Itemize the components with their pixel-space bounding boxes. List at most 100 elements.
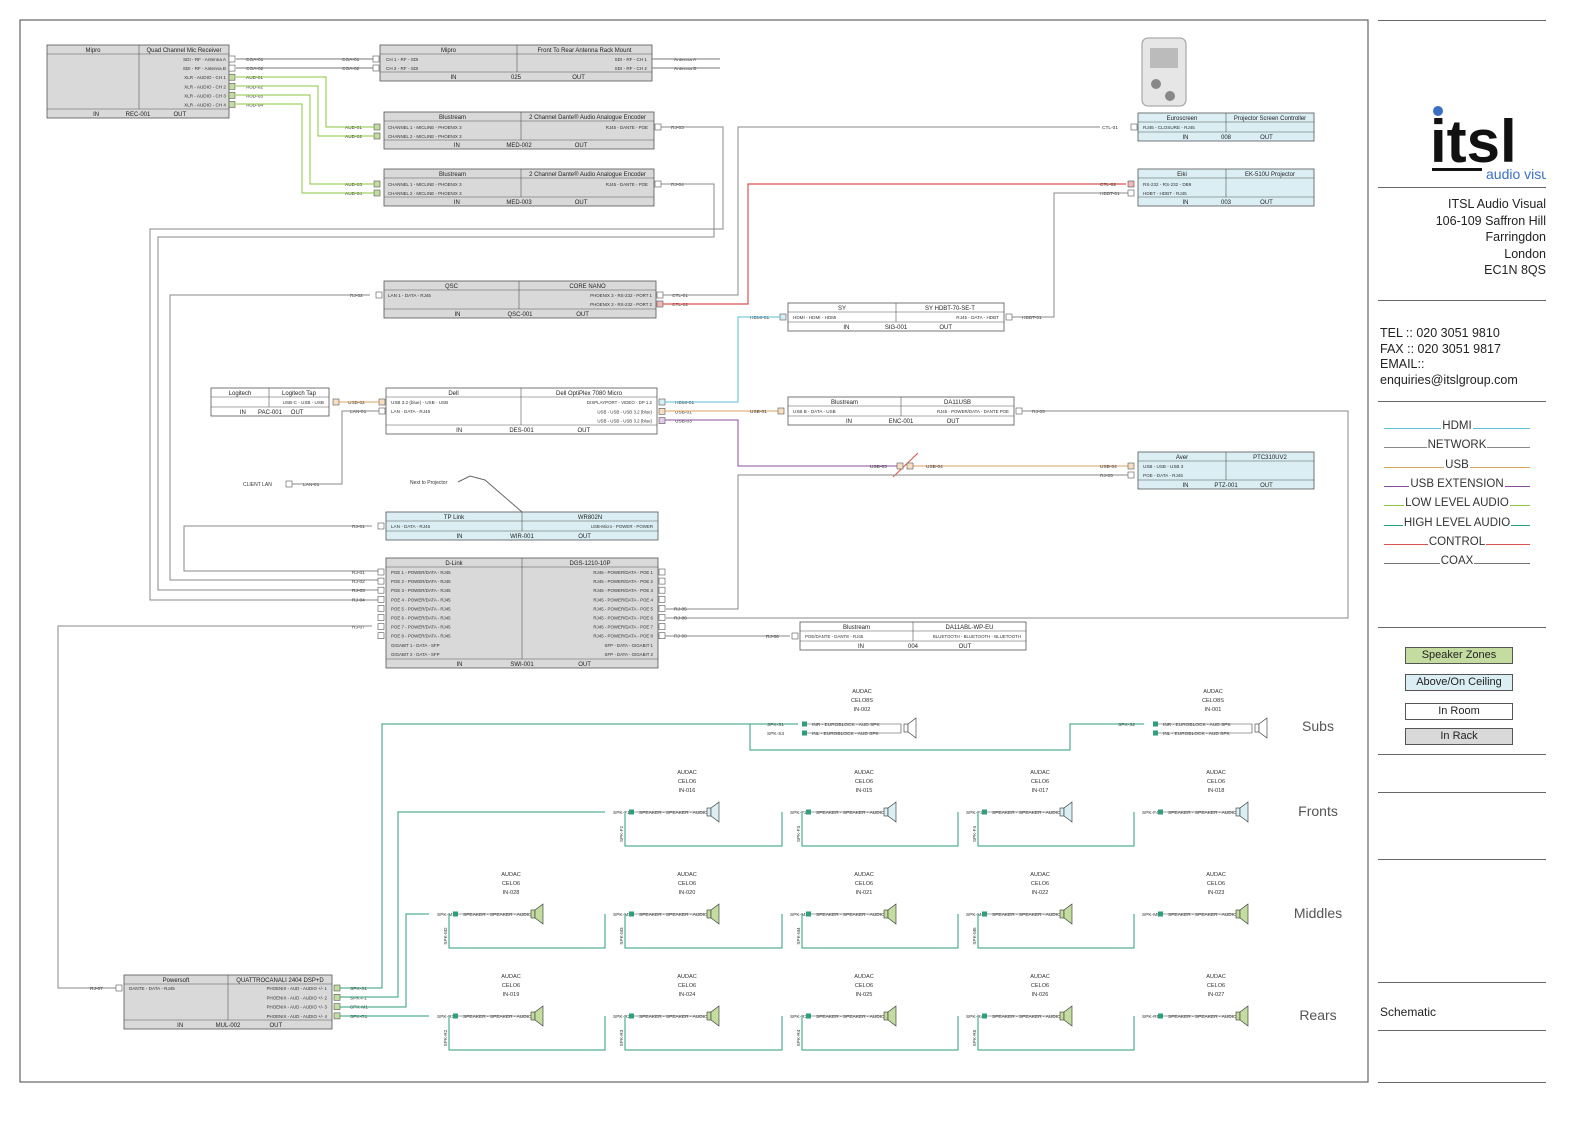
speaker-terminal bbox=[982, 911, 987, 917]
projector-port-icon bbox=[1165, 91, 1175, 101]
cable-tag: RJ-03 bbox=[671, 125, 684, 131]
port-label: PHOENIX - AUD - AUDIO +/- 3 bbox=[267, 1005, 328, 1010]
fax-number: FAX :: 020 3051 9817 bbox=[1380, 341, 1501, 356]
port-label: POE 3 - POWER/DATA - RJ45 bbox=[391, 588, 451, 593]
speaker-id: IN-025 bbox=[856, 992, 873, 998]
cable-tag: RJ-06 bbox=[766, 634, 779, 640]
legend-item-control: CONTROL bbox=[1384, 535, 1530, 553]
device-in-label: IN bbox=[843, 325, 849, 331]
port-connector bbox=[654, 123, 662, 131]
port-label: LAN - DATA - RJ45 bbox=[391, 409, 431, 414]
low-level-audio-cable bbox=[236, 85, 374, 137]
port-connector bbox=[658, 586, 666, 594]
high-level-audio-cable bbox=[624, 914, 783, 949]
speaker-magnet-icon bbox=[1235, 807, 1241, 817]
cable-tag: SPK-M3 bbox=[619, 927, 624, 945]
port-label: LAN 1 - DATA - RJ45 bbox=[388, 293, 431, 298]
speaker-brand: AUDAC bbox=[1030, 770, 1050, 776]
port-label: PHOENIX 3 - RS-232 - PORT 2 bbox=[590, 302, 652, 307]
port-label: XLR - AUDIO - CH 3 bbox=[184, 93, 226, 98]
high-level-audio-cable bbox=[977, 812, 1135, 847]
cable-tag: RJ-01 bbox=[352, 524, 365, 530]
cable-tag: SPK-R1 bbox=[350, 1014, 368, 1020]
device-model: 2 Channel Dante® Audio Analogue Encoder bbox=[529, 171, 646, 178]
speaker-brand: AUDAC bbox=[854, 872, 874, 878]
port-label: RJ45 - POWER/DATA - POE 6 bbox=[593, 616, 653, 621]
port-connector bbox=[658, 577, 666, 585]
divider bbox=[1378, 1030, 1546, 1031]
logo-text: itsl bbox=[1430, 108, 1517, 175]
device-brand: Aver bbox=[1176, 455, 1188, 461]
port-label: DANTE - DATA - RJ45 bbox=[129, 986, 175, 991]
cable-tag: SPK-R2 bbox=[613, 1014, 631, 1020]
cable-tag: AUD-03 bbox=[345, 182, 362, 188]
cable-tag: SPK-S3 bbox=[767, 731, 784, 737]
cable-tag: CTL-02 bbox=[672, 302, 688, 308]
device-out-label: OUT bbox=[939, 325, 952, 331]
port-label: SPEAKER - SPEAKER - AUDIO bbox=[463, 1014, 532, 1020]
device-out-label: OUT bbox=[1260, 135, 1273, 141]
speaker-magnet-icon bbox=[883, 807, 889, 817]
cable-tag: RJ-04 bbox=[352, 597, 365, 603]
cable-tag: SPK-R4 bbox=[966, 1014, 984, 1020]
device-id: MED-003 bbox=[506, 200, 532, 206]
speaker-cone-icon bbox=[710, 1005, 720, 1027]
cable-tag: SPK-R1 bbox=[437, 1014, 455, 1020]
device-box bbox=[210, 387, 330, 417]
port-label: RJ45 - POWER/DATA - POE 2 bbox=[593, 579, 653, 584]
speaker-magnet-icon bbox=[530, 909, 536, 919]
cable-tag: RJ-03 bbox=[352, 588, 365, 594]
device-model: PTC310UV2 bbox=[1253, 455, 1287, 461]
speaker-terminal bbox=[982, 1013, 987, 1019]
speaker-magnet-icon bbox=[1059, 909, 1065, 919]
device-id: REC-001 bbox=[126, 112, 151, 118]
port-connector bbox=[332, 398, 340, 406]
port-connector bbox=[777, 407, 785, 415]
port-label: LAN - DATA - RJ45 bbox=[391, 524, 431, 529]
high-level-audio-cable bbox=[340, 723, 798, 989]
device-in-label: IN bbox=[456, 662, 462, 668]
speaker-icon bbox=[883, 903, 897, 925]
port-label: CHANNEL 2 - MICLINE - PHOENIX 3 bbox=[388, 134, 462, 139]
port-label: USB 3.2 (blue) - USB - USB bbox=[391, 400, 448, 405]
port-connector bbox=[658, 407, 666, 415]
port-label: CHANNEL 1 - MICLINE - PHOENIX 3 bbox=[388, 125, 462, 130]
high-level-audio-cable bbox=[801, 812, 959, 847]
device-id: SIG-001 bbox=[885, 325, 908, 331]
port-connector bbox=[658, 568, 666, 576]
speaker-cone-icon bbox=[1258, 717, 1268, 739]
port-label: SPEAKER - SPEAKER - AUDIO bbox=[1168, 810, 1237, 816]
port-label: DISPLAYPORT - VIDEO - DP 1.2 bbox=[587, 400, 653, 405]
speaker-cone-icon bbox=[887, 903, 897, 925]
port-connector bbox=[378, 407, 386, 415]
port-connector bbox=[373, 180, 381, 188]
speaker-brand: AUDAC bbox=[501, 974, 521, 980]
cable-tag: RJ-05 bbox=[1100, 473, 1113, 479]
speaker-terminal bbox=[982, 809, 987, 815]
cable-tag: SPK-R5 bbox=[972, 1029, 977, 1046]
cable-tag: SPK-R3 bbox=[619, 1029, 624, 1046]
port-label: RJ45 - POWER/DATA - POE 5 bbox=[593, 606, 653, 611]
port-label: USB - USB - USB 3.2 (blue) bbox=[597, 419, 652, 424]
speaker-terminal bbox=[1158, 1013, 1163, 1019]
port-connector bbox=[658, 595, 666, 603]
high-level-audio-cable bbox=[340, 913, 429, 1008]
device-in-label: IN bbox=[450, 75, 456, 81]
cable-tag: SPK-S1 bbox=[767, 722, 784, 728]
speaker-model: CELO6 bbox=[1031, 779, 1049, 785]
device-out-label: OUT bbox=[576, 312, 589, 318]
port-connector bbox=[377, 568, 385, 576]
address-line: Farringdon bbox=[1485, 230, 1546, 244]
high-level-audio-cable bbox=[340, 811, 605, 998]
email-address[interactable]: enquiries@itslgroup.com bbox=[1380, 372, 1518, 387]
cable-tag: SPK-F1 bbox=[613, 810, 630, 816]
speaker-cone-icon bbox=[710, 903, 720, 925]
